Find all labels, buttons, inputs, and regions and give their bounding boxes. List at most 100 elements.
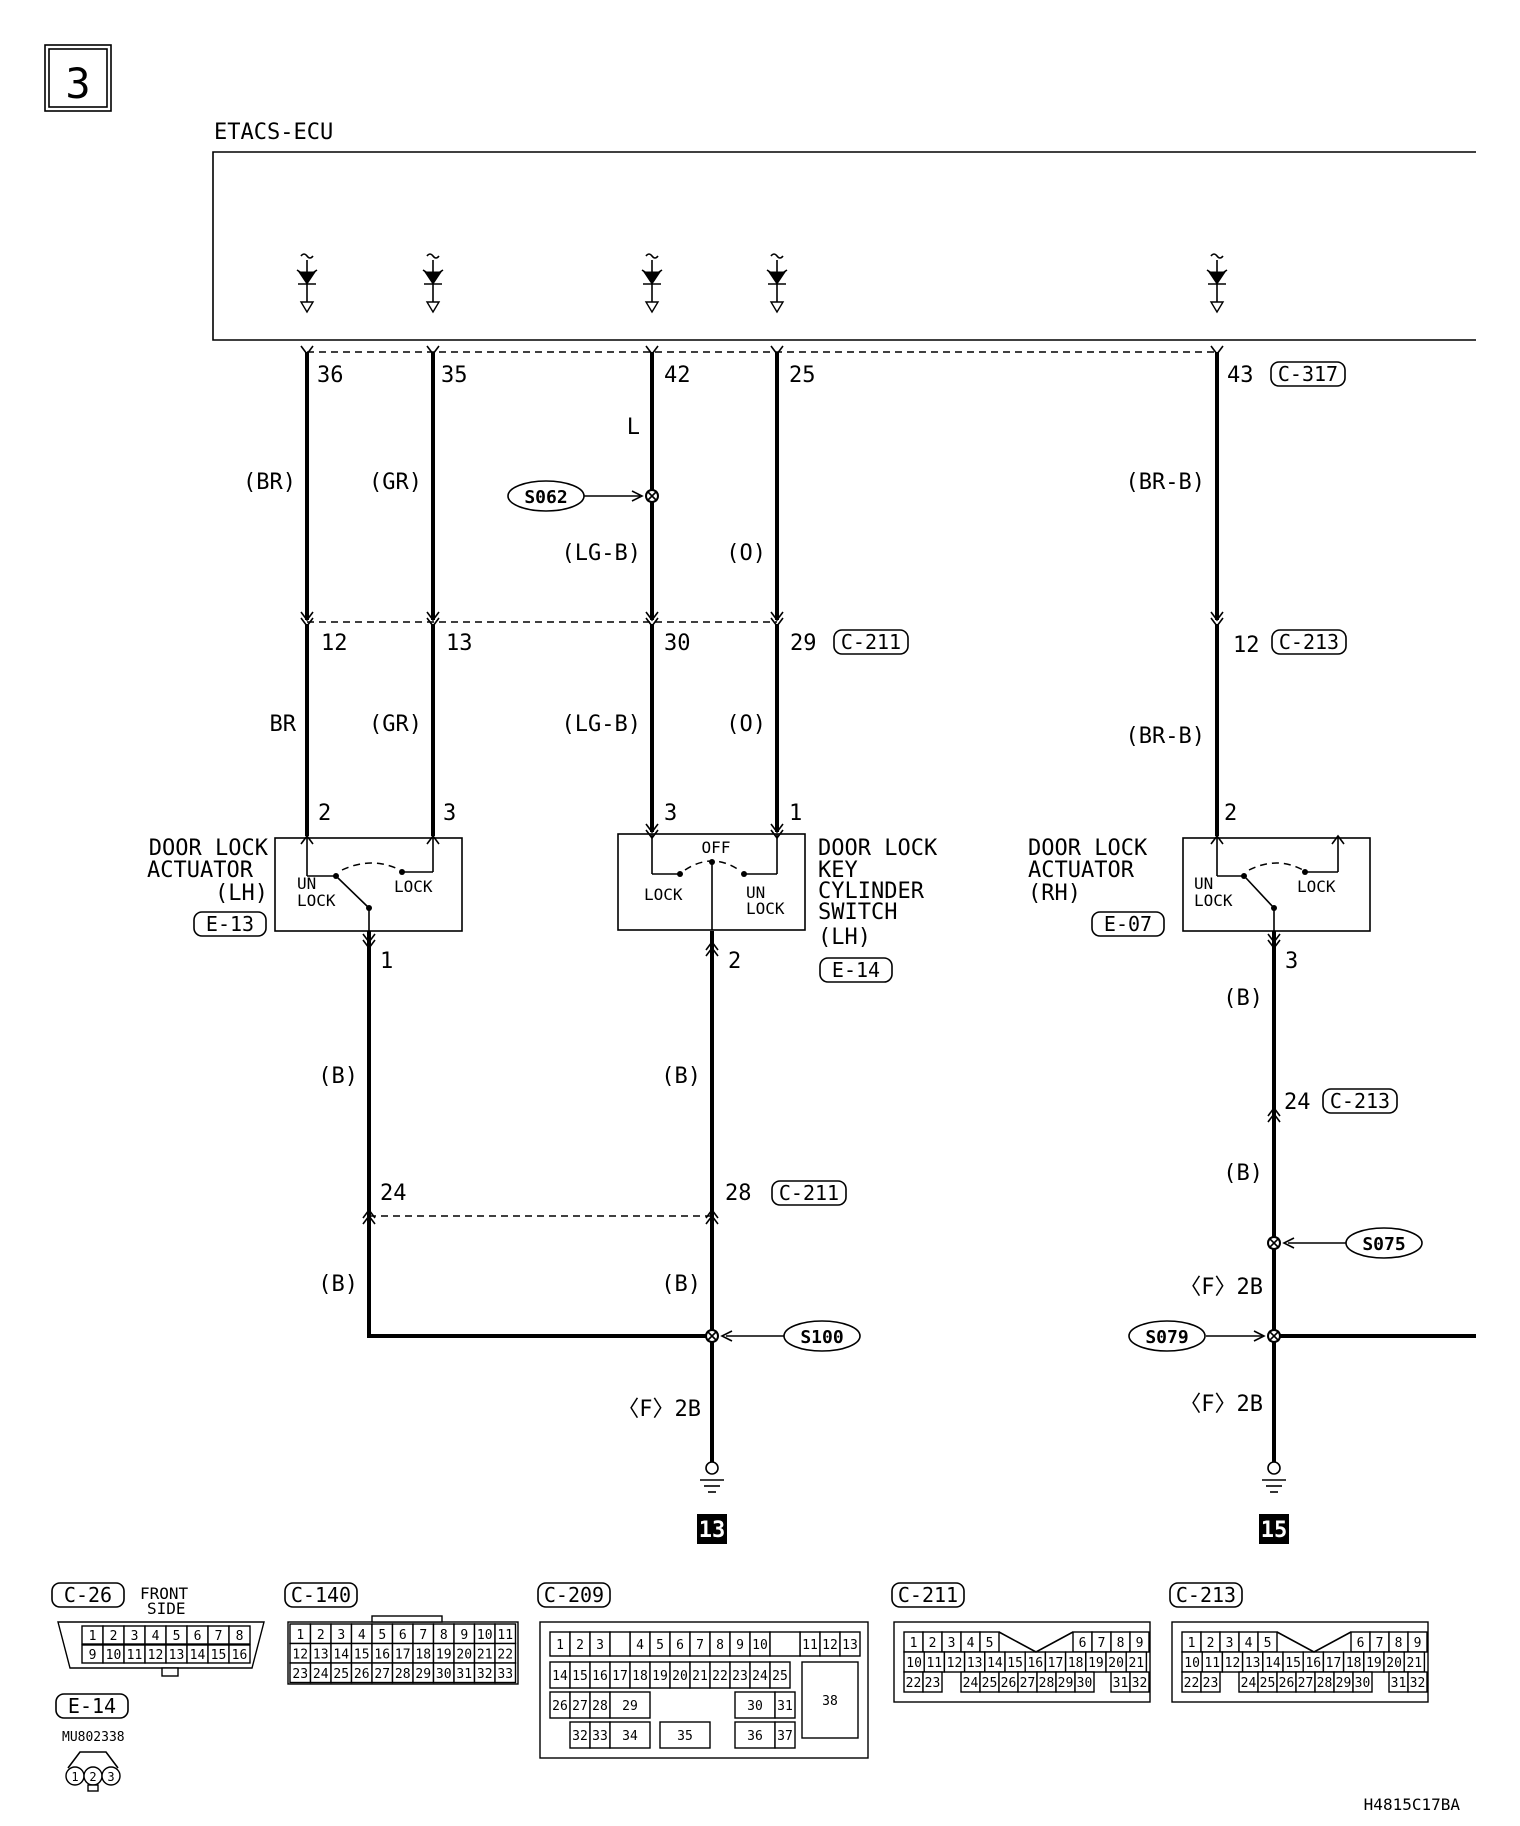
connector-c317-badge bbox=[1270, 361, 1346, 387]
c209-pin-31: 31 bbox=[777, 1699, 793, 1714]
c209-pin-16: 16 bbox=[592, 1669, 608, 1684]
splice-s079-label: S079 bbox=[1145, 1327, 1188, 1348]
c209-pin-13: 13 bbox=[842, 1638, 858, 1653]
connector-c213-upper-badge bbox=[1271, 629, 1347, 655]
c140-pin-25: 25 bbox=[333, 1667, 349, 1682]
c213-pin-12: 12 bbox=[1233, 633, 1260, 658]
c213-pin-8: 8 bbox=[1395, 1636, 1403, 1651]
c209-pin-32: 32 bbox=[572, 1729, 588, 1744]
pin-42: 42 bbox=[664, 363, 691, 388]
c211-pin-9: 9 bbox=[1136, 1636, 1144, 1651]
c209-pin-13-cell bbox=[839, 1631, 861, 1657]
actuator-rh-lock: LOCK bbox=[1297, 877, 1336, 896]
c209-pin-7: 7 bbox=[696, 1638, 704, 1653]
wire-br-lower: BR bbox=[270, 712, 297, 737]
c209-x-2-cell bbox=[769, 1631, 801, 1657]
ground-13: 13 bbox=[697, 1461, 727, 1544]
c211-pin-26: 26 bbox=[1001, 1676, 1017, 1691]
connector-c211-upper: C-211 bbox=[841, 630, 901, 654]
e14-pin-1: 1 bbox=[71, 1770, 78, 1784]
c26-pin-7: 7 bbox=[215, 1629, 223, 1644]
actuator-rh-name-3: (RH) bbox=[1028, 881, 1081, 906]
c140-pin-6: 6 bbox=[399, 1628, 407, 1643]
c213-pin-9: 9 bbox=[1414, 1636, 1422, 1651]
key-switch-name-5: (LH) bbox=[818, 925, 871, 950]
c26-pin-8-cell bbox=[228, 1625, 251, 1645]
door-lock-key-cylinder-switch-lh: 3 1 OFF LOCK UN LOCK DOOR LOCK KEY CYLIN… bbox=[617, 801, 938, 983]
c140-pin-12: 12 bbox=[292, 1647, 308, 1662]
pin-35: 35 bbox=[441, 363, 468, 388]
wire-b-sw-2: (B) bbox=[661, 1272, 701, 1297]
c211-pin-7: 7 bbox=[1098, 1636, 1106, 1651]
connector-e07: E-07 bbox=[1104, 912, 1152, 936]
connector-c213-lower: C-213 bbox=[1330, 1089, 1390, 1113]
c26-label-1: FRONT bbox=[140, 1584, 189, 1603]
c209-pin-35-cell bbox=[659, 1721, 711, 1749]
actuator-lh-name-3: (LH) bbox=[215, 881, 268, 906]
splice-s100: S100 bbox=[705, 1320, 861, 1352]
e14-pin-3: 3 bbox=[107, 1770, 114, 1784]
wire-b-rh-2: (B) bbox=[1223, 1161, 1263, 1186]
c211-pin-32-cell bbox=[1129, 1671, 1150, 1693]
key-switch-name-1: DOOR LOCK bbox=[818, 836, 938, 861]
key-switch-pin-3: 3 bbox=[664, 801, 677, 826]
c140-pin-9: 9 bbox=[460, 1628, 468, 1643]
c140-pin-22: 22 bbox=[497, 1647, 513, 1662]
c211-pin-1: 1 bbox=[910, 1636, 918, 1651]
c26-label-2: SIDE bbox=[147, 1599, 186, 1618]
c209-pin-6: 6 bbox=[676, 1638, 684, 1653]
actuator-lh-pin-3: 3 bbox=[443, 801, 456, 826]
actuator-rh-name-2: ACTUATOR bbox=[1028, 858, 1135, 883]
wire-f2b-rh-1: 〈F〉2B bbox=[1179, 1275, 1263, 1300]
c211-pin-6: 6 bbox=[1079, 1636, 1087, 1651]
c211-id: C-211 bbox=[898, 1583, 958, 1607]
c213-pin-32-cell bbox=[1407, 1671, 1428, 1693]
c211-pin-10: 10 bbox=[906, 1656, 922, 1671]
c140-pin-19: 19 bbox=[436, 1647, 452, 1662]
c209-pin-9: 9 bbox=[736, 1638, 744, 1653]
ecu-name: ETACS-ECU bbox=[214, 120, 333, 145]
c211-pin-31: 31 bbox=[1113, 1676, 1129, 1691]
c213-pin-6: 6 bbox=[1357, 1636, 1365, 1651]
c209-pin-21: 21 bbox=[692, 1669, 708, 1684]
c26-pin-5: 5 bbox=[173, 1629, 181, 1644]
c213-pin-26: 26 bbox=[1279, 1676, 1295, 1691]
e14-id: E-14 bbox=[68, 1694, 116, 1718]
c209-pin-34-cell bbox=[609, 1721, 651, 1749]
c209-pin-11: 11 bbox=[802, 1638, 818, 1653]
actuator-rh-unlock: LOCK bbox=[1194, 891, 1233, 910]
c209-pin-30-cell bbox=[734, 1691, 776, 1719]
c211-pin-13: 13 bbox=[446, 631, 473, 656]
wire-lg-b-upper: (LG-B) bbox=[562, 541, 641, 566]
c213-pin-13: 13 bbox=[1245, 1656, 1261, 1671]
c211-pin-11: 11 bbox=[926, 1656, 942, 1671]
c140-pin-5: 5 bbox=[378, 1628, 386, 1643]
c209-pin-29: 29 bbox=[622, 1699, 638, 1714]
c140-pin-15: 15 bbox=[354, 1647, 370, 1662]
c140-pin-32: 32 bbox=[477, 1667, 493, 1682]
c213-pin-10: 10 bbox=[1184, 1656, 1200, 1671]
connector-c317: C-317 bbox=[1278, 362, 1338, 386]
c26-pin-10: 10 bbox=[106, 1648, 122, 1663]
c209-pin-27: 27 bbox=[572, 1699, 588, 1714]
actuator-lh-pin-1: 1 bbox=[380, 949, 393, 974]
wire-o-upper: (O) bbox=[726, 541, 766, 566]
c140-pin-31: 31 bbox=[456, 1667, 472, 1682]
c140-pin-20: 20 bbox=[456, 1647, 472, 1662]
c213-pin-30: 30 bbox=[1355, 1676, 1371, 1691]
c213-pin-23: 23 bbox=[1203, 1676, 1219, 1691]
c26-pin-12: 12 bbox=[148, 1648, 164, 1663]
c213-id: C-213 bbox=[1176, 1583, 1236, 1607]
connector-c211-upper-badge bbox=[833, 629, 909, 655]
c209-pin-15: 15 bbox=[572, 1669, 588, 1684]
c209-pin-10: 10 bbox=[752, 1638, 768, 1653]
c140-pin-30: 30 bbox=[436, 1667, 452, 1682]
c209-pin-1: 1 bbox=[556, 1638, 564, 1653]
connector-e13-badge bbox=[193, 911, 267, 937]
ecu-box bbox=[212, 151, 1476, 341]
actuator-rh-pin-3: 3 bbox=[1285, 949, 1298, 974]
c209-x-1-cell bbox=[609, 1631, 631, 1657]
wire-gr-lower: (GR) bbox=[369, 712, 422, 737]
c213-pin-4: 4 bbox=[1245, 1636, 1253, 1651]
